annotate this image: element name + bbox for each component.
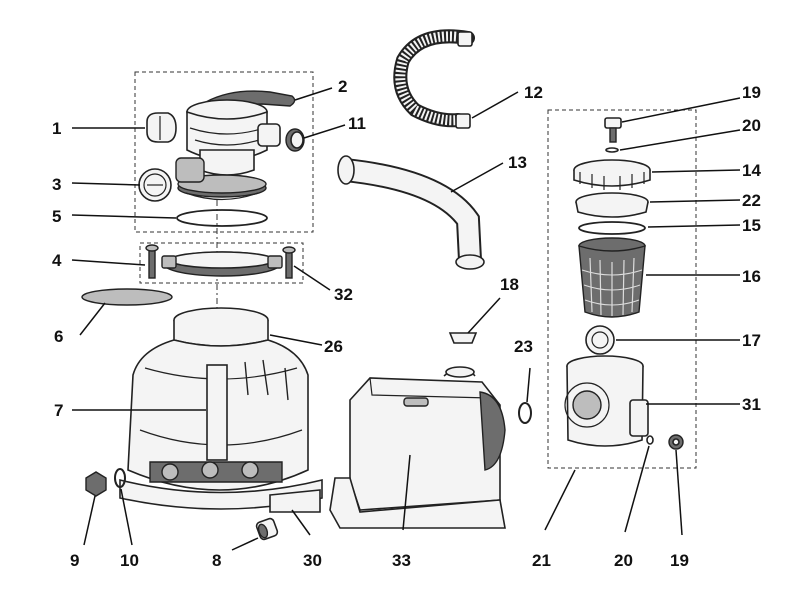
label-20-bottom: 20: [614, 551, 633, 570]
label-6: 6: [54, 327, 63, 346]
strainer-lid: [575, 192, 649, 218]
label-9: 9: [70, 551, 79, 570]
label-13: 13: [508, 153, 527, 172]
tank-clamp: [161, 251, 283, 277]
tank-o-ring: [81, 288, 173, 306]
strainer-basket: [578, 237, 646, 318]
basket-nut: [585, 325, 615, 355]
pump-housing: [564, 355, 649, 447]
tank-base: [119, 478, 323, 513]
label-12: 12: [524, 83, 543, 102]
label-8: 8: [212, 551, 221, 570]
label-16: 16: [742, 267, 761, 286]
label-5: 5: [52, 207, 61, 226]
clamp-bolt: [145, 244, 159, 279]
label-19-bottom: 19: [670, 551, 689, 570]
inlet-o-ring: [518, 402, 532, 424]
label-4: 4: [52, 251, 62, 270]
label-14: 14: [742, 161, 761, 180]
multiport-valve: [175, 99, 281, 201]
label-26: 26: [324, 337, 343, 356]
label-11: 11: [348, 114, 366, 133]
clamp-nut: [282, 246, 296, 279]
strainer-lid-ring: [573, 159, 651, 190]
label-3: 3: [52, 175, 61, 194]
label-17: 17: [742, 331, 761, 350]
lid-washer: [605, 147, 619, 153]
drain-washer-small: [646, 435, 654, 445]
label-7: 7: [54, 401, 63, 420]
leader-lines: [71, 87, 741, 551]
pump-strainer-group-box: [547, 109, 697, 469]
strainer-lid-bolt: [604, 117, 622, 143]
pressure-gauge: [138, 168, 172, 202]
label-23: 23: [514, 337, 533, 356]
basket-adapter: [448, 332, 478, 344]
drain-screw: [668, 434, 684, 450]
clamp-group-box: [139, 242, 304, 284]
label-18: 18: [500, 275, 519, 294]
pump-hose: [337, 155, 485, 270]
drain-plug: [255, 517, 279, 541]
hose: [393, 29, 475, 129]
pump-motor: [329, 366, 506, 529]
label-32: 32: [334, 285, 353, 304]
hose-connector: [285, 128, 305, 152]
label-19-top: 19: [742, 83, 761, 102]
valve-group-box: [134, 71, 314, 233]
label-10: 10: [120, 551, 139, 570]
union-connector: [146, 112, 177, 143]
label-33: 33: [392, 551, 411, 570]
drain-washer: [114, 468, 126, 488]
drain-nut: [85, 471, 107, 497]
valve-o-ring: [176, 209, 268, 227]
label-1: 1: [52, 119, 61, 138]
center-pipe: [149, 364, 283, 483]
label-20-top: 20: [742, 116, 761, 135]
label-15: 15: [742, 216, 761, 235]
label-21: 21: [532, 551, 551, 570]
lid-o-ring: [578, 221, 646, 235]
label-31: 31: [742, 395, 761, 414]
label-22: 22: [742, 191, 761, 210]
label-30: 30: [303, 551, 322, 570]
label-2: 2: [338, 77, 347, 96]
